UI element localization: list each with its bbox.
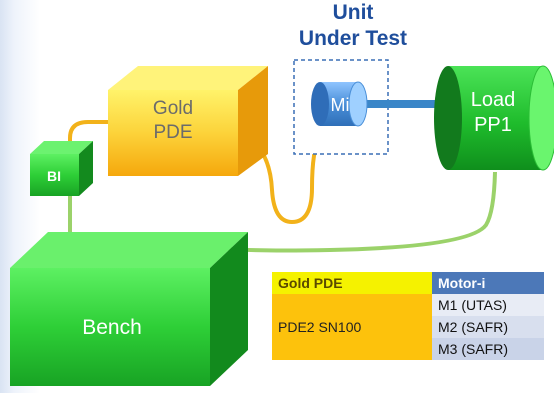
bi-label: BI xyxy=(47,168,61,184)
header-gold-pde: Gold PDE xyxy=(272,272,432,294)
cable-bench-to-load xyxy=(209,171,497,253)
motor-cell-m2: M2 (SAFR) xyxy=(432,316,544,338)
bench-label: Bench xyxy=(82,316,142,339)
cable-bi-to-gold xyxy=(68,120,108,150)
header-motor-i: Motor-i xyxy=(432,272,544,294)
table-row: M2 (SAFR) xyxy=(272,316,544,338)
gold-pde-label-line1: Gold xyxy=(153,98,193,119)
motor-cell-m1: M1 (UTAS) xyxy=(432,294,544,316)
motor-mi-label: Mi xyxy=(331,95,350,115)
load-pp1-cylinder: Load PP1 xyxy=(434,65,554,171)
bi-box: BI xyxy=(30,141,93,196)
gold-pde-value: PDE2 SN100 xyxy=(272,294,432,360)
motor-cell-m3: M3 (SAFR) xyxy=(432,338,544,360)
load-label-line2: PP1 xyxy=(474,114,512,136)
configuration-table: Gold PDE Motor-i PDE2 SN100 M1 (UTAS) M2… xyxy=(272,272,544,360)
unit-under-test-title: Unit Under Test xyxy=(258,0,448,52)
motor-shaft xyxy=(362,100,442,108)
bench-box: Bench xyxy=(10,232,248,386)
gold-pde-box: Gold PDE xyxy=(108,66,268,176)
motor-mi-cylinder: Mi xyxy=(311,81,368,127)
table-header-row: Gold PDE Motor-i xyxy=(272,272,544,294)
gold-pde-label-line2: PDE xyxy=(153,122,192,143)
unit-under-test-title-line1: Unit xyxy=(332,1,374,24)
table-row: M3 (SAFR) xyxy=(272,338,544,360)
table-row: PDE2 SN100 M1 (UTAS) xyxy=(272,294,544,360)
unit-under-test-title-line2: Under Test xyxy=(298,27,408,50)
load-label-line1: Load xyxy=(471,89,516,111)
